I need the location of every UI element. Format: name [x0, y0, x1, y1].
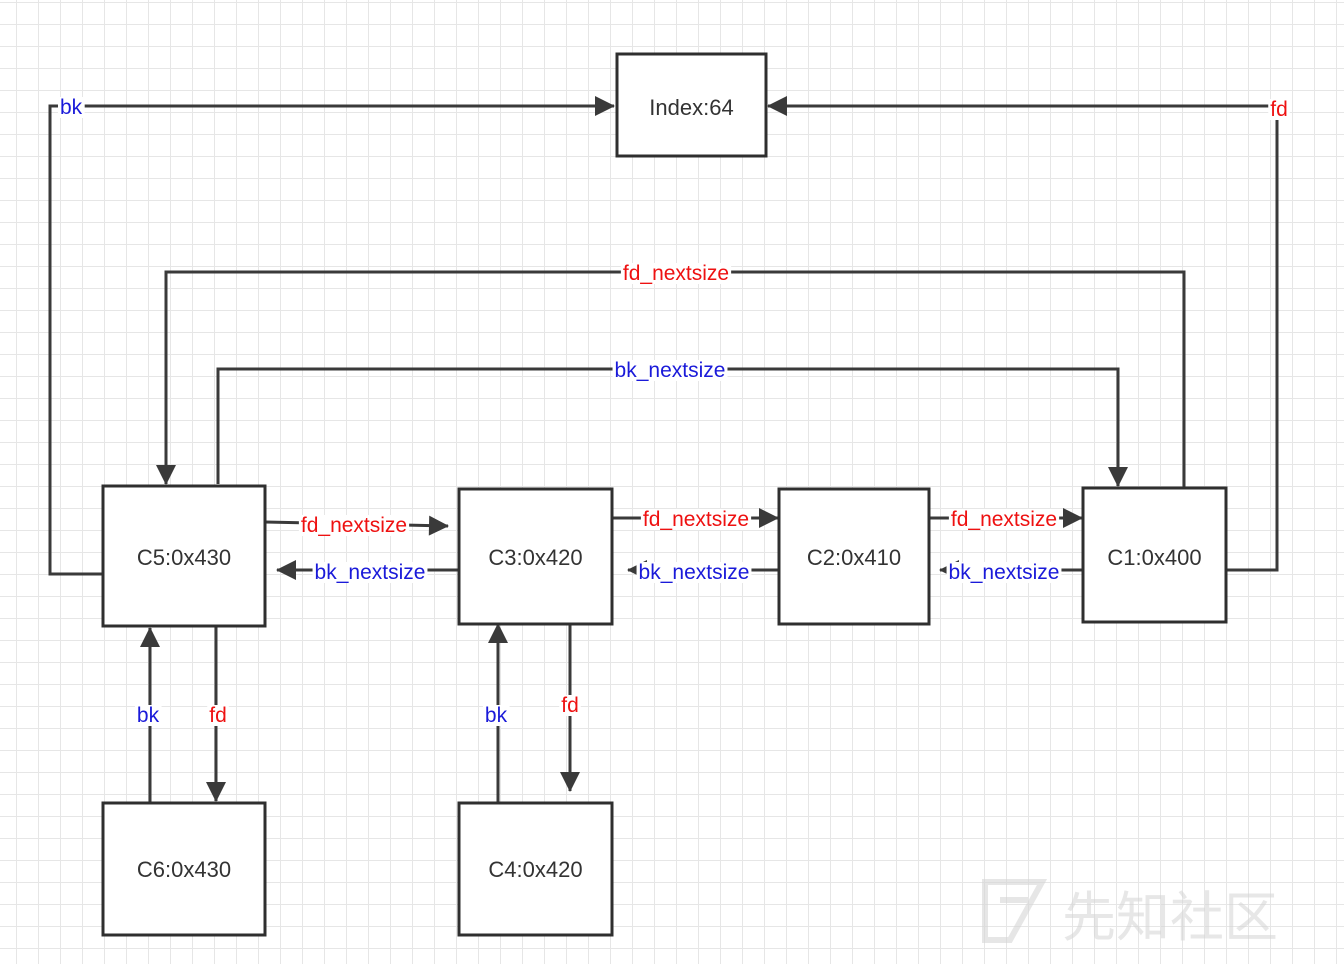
label-fd-nextsize-top: fd_nextsize [623, 262, 729, 285]
node-c6: C6:0x430 [101, 801, 267, 937]
edge-label-background [58, 97, 85, 118]
edge-label-background [482, 705, 510, 726]
label-bk-nextsize-c3-c5: bk_nextsize [315, 561, 426, 584]
node-c5: C5:0x430 [101, 484, 267, 628]
label-bk-nextsize-c1-c2: bk_nextsize [949, 561, 1060, 584]
label-bk-index: bk [60, 96, 83, 119]
node-c6-label: C6:0x430 [137, 857, 231, 882]
edge-label-background [612, 360, 728, 381]
edge-label-background [640, 509, 752, 530]
edge-bk-c5-index [48, 96, 615, 576]
watermark-text: 先知社区 [1062, 886, 1278, 949]
label-bk-nextsize-c2-c3: bk_nextsize [639, 561, 750, 584]
label-fd-nextsize-c5-c3: fd_nextsize [301, 514, 407, 537]
node-c3-label: C3:0x420 [488, 545, 582, 570]
node-index: Index:64 [615, 52, 768, 158]
node-c4: C4:0x420 [457, 801, 614, 937]
label-fd-nextsize-c3-c2: fd_nextsize [643, 508, 749, 531]
label-bk-c6-c5: bk [137, 704, 160, 727]
edge-label-background [207, 705, 229, 726]
node-c5-label: C5:0x430 [137, 545, 231, 570]
edge-label-background [312, 562, 428, 583]
edge-label-background [620, 263, 732, 284]
edge-label-background [298, 515, 410, 536]
node-index-label: Index:64 [649, 95, 733, 120]
node-c1-label: C1:0x400 [1107, 545, 1201, 570]
watermark: 先知社区 [982, 879, 1278, 949]
node-c1: C1:0x400 [1081, 486, 1228, 624]
label-fd-c3-c4: fd [561, 694, 579, 717]
watermark-logo-icon [982, 879, 1048, 943]
edge-bk-nextsize-c5-c1 [216, 367, 1128, 487]
label-bk-c4-c3: bk [485, 704, 508, 727]
label-fd-index: fd [1270, 98, 1288, 121]
node-c3: C3:0x420 [457, 487, 614, 626]
node-c2: C2:0x410 [777, 487, 931, 626]
edge-label-background [636, 562, 752, 583]
label-fd-nextsize-c2-c1: fd_nextsize [951, 508, 1057, 531]
label-fd-c5-c6: fd [209, 704, 227, 727]
edge-fd-c1-index [767, 96, 1279, 572]
node-c4-label: C4:0x420 [488, 857, 582, 882]
edge-label-background [948, 509, 1060, 530]
edge-label-background [946, 562, 1062, 583]
node-c2-label: C2:0x410 [807, 545, 901, 570]
edge-labels: bk fd fd_nextsize bk_nextsize fd_nextsiz… [58, 96, 1290, 727]
label-bk-nextsize-top: bk_nextsize [615, 359, 726, 382]
edge-label-background [134, 705, 162, 726]
edge-label-background [1268, 99, 1290, 120]
edge-label-background [559, 695, 581, 716]
